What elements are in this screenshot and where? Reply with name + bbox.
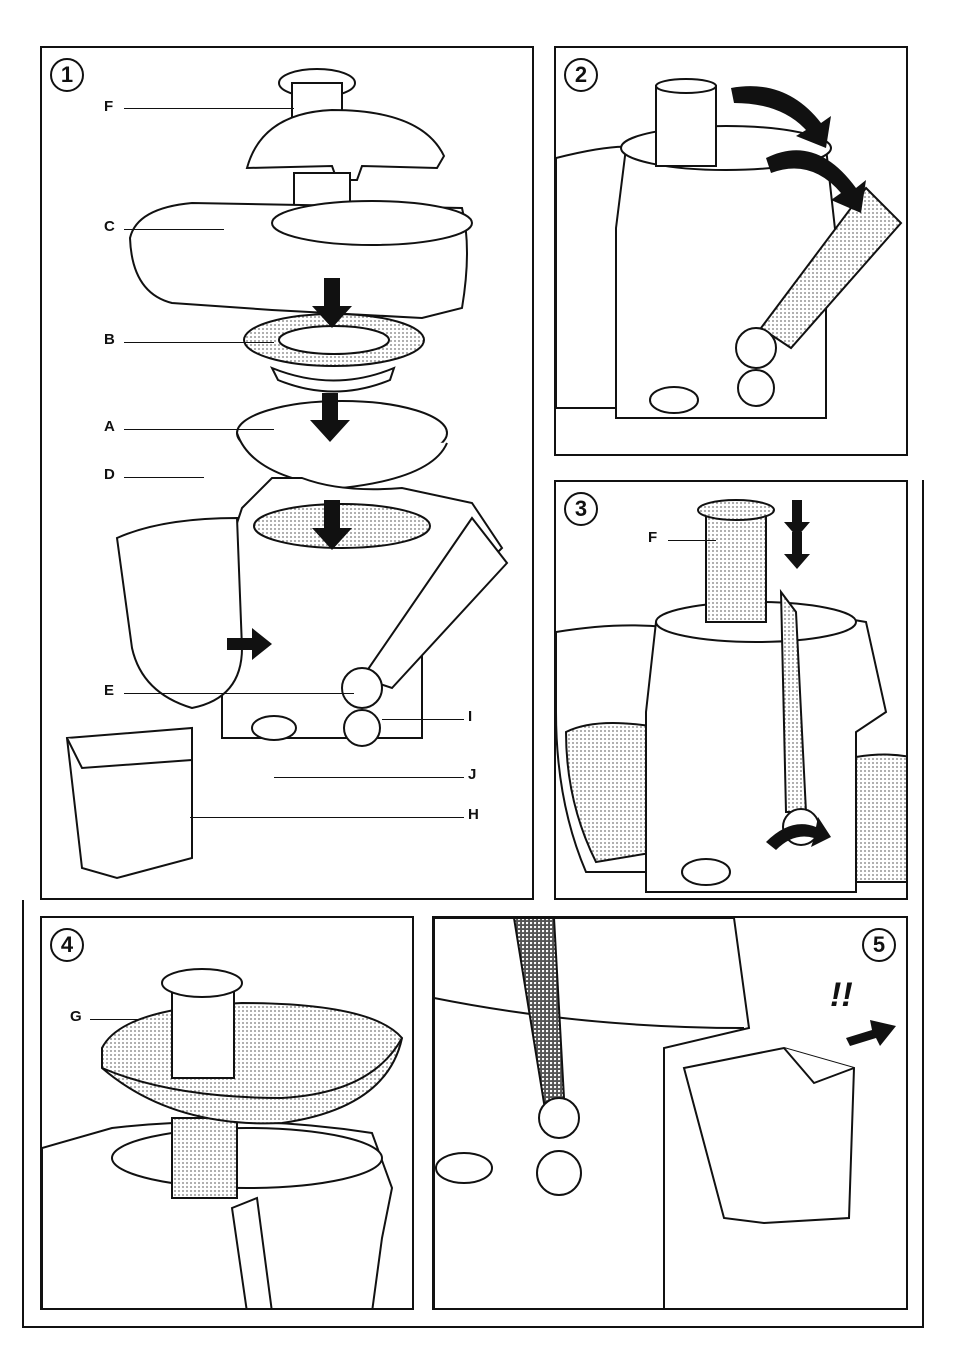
pulp-container-d [117, 518, 242, 708]
label-j: J [468, 766, 476, 783]
outer-frame-right [922, 480, 924, 1328]
label-c: C [104, 218, 115, 235]
leader-g [90, 1019, 140, 1020]
arrow-down-icon [784, 500, 810, 569]
juicer-step-2-drawing [556, 48, 908, 456]
leader-j [274, 777, 464, 778]
juicer-step-4-drawing [42, 918, 414, 1310]
leader-f [124, 108, 294, 109]
outer-frame-left [22, 900, 24, 1328]
label-f: F [104, 98, 113, 115]
leader-e [124, 693, 354, 694]
leader-h [190, 817, 464, 818]
label-e: E [104, 682, 114, 699]
panel-1-exploded-view: 1 [40, 46, 534, 900]
juicer-step-3-drawing [556, 482, 908, 900]
label-f-step3: F [648, 529, 657, 546]
leader-b [124, 342, 274, 343]
label-a: A [104, 418, 115, 435]
leader-f-step3 [668, 540, 716, 541]
juicer-exploded-drawing [42, 48, 534, 900]
panel-2-remove-pusher: 2 [554, 46, 908, 456]
label-d: D [104, 466, 115, 483]
leader-d [124, 477, 204, 478]
label-h: H [468, 806, 479, 823]
label-b: B [104, 331, 115, 348]
arrow-right-icon [846, 1020, 896, 1046]
label-g: G [70, 1008, 82, 1025]
juicer-step-5-drawing [434, 918, 908, 1310]
label-i: I [468, 708, 472, 725]
outer-frame-bottom [22, 1326, 924, 1328]
panel-4-remove-cover: 4 G [40, 916, 414, 1310]
panel-3-insert-pusher: 3 F [554, 480, 908, 900]
panel-5-remove-jug: 5 !! [432, 916, 908, 1310]
leader-i [382, 719, 464, 720]
cover-dome [247, 110, 444, 180]
leader-a [124, 429, 274, 430]
leader-c [124, 229, 224, 230]
switch-j [252, 716, 296, 740]
